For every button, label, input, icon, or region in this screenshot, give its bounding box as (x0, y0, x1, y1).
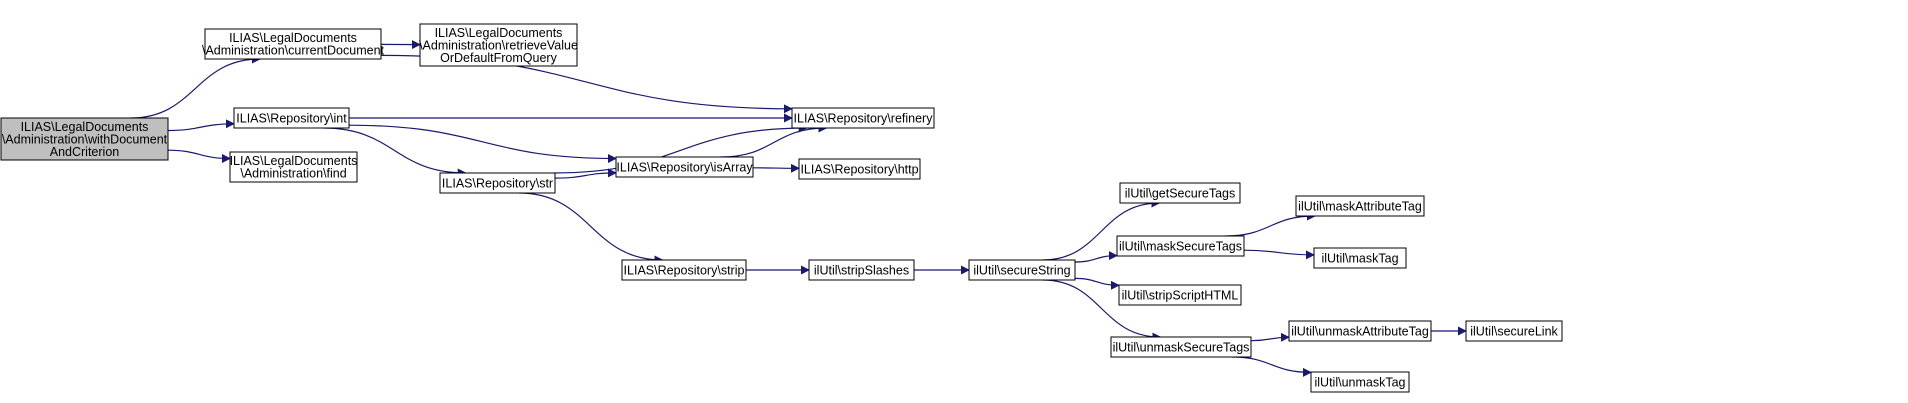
node-label-line: ilUtil\stripScriptHTML (1122, 288, 1239, 302)
node-label-line: \Administration\retrieveValue (419, 38, 578, 52)
node-label-line: ILIAS\LegalDocuments (435, 26, 563, 40)
node-label-line: \Administration\currentDocument (202, 44, 385, 58)
edge-unmask-secure-tags-to-unmask-attribute-tag (1250, 332, 1290, 342)
edge-with-document-and-criterion-to-find (167, 149, 231, 163)
node-label-line: ILIAS\LegalDocuments (229, 31, 357, 45)
edge-is-array-to-refinery (720, 123, 828, 158)
node-box (0, 117, 169, 161)
node-label-line: AndCriterion (50, 145, 120, 159)
node-label-line: \Administration\find (240, 167, 346, 181)
edge-with-document-and-criterion-to-current-document (130, 54, 261, 119)
node-label-line: ilUtil\getSecureTags (1125, 186, 1235, 200)
node-is-array[interactable]: ILIAS\Repository\isArray (615, 156, 754, 178)
edge-secure-string-to-mask-secure-tags (1074, 251, 1118, 263)
edge-secure-string-to-get-secure-tags (1042, 198, 1161, 261)
node-str[interactable]: ILIAS\Repository\str (439, 172, 556, 194)
node-label-line: ilUtil\stripSlashes (814, 263, 909, 277)
node-box (1310, 371, 1410, 393)
node-label-line: ILIAS\Repository\isArray (616, 160, 753, 174)
node-label-line: ILIAS\Repository\int (236, 111, 347, 125)
node-label-line: ilUtil\secureLink (1470, 324, 1558, 338)
edge-secure-string-to-unmask-secure-tags (1042, 279, 1162, 342)
edges-layer (130, 40, 1467, 377)
node-box (791, 107, 935, 129)
node-label-line: ILIAS\Repository\refinery (794, 111, 934, 125)
edge-secure-string-to-strip-script-html (1074, 277, 1120, 290)
node-strip-script-html[interactable]: ilUtil\stripScriptHTML (1118, 284, 1242, 306)
node-box (1118, 284, 1242, 306)
node-box (615, 156, 754, 178)
node-label-line: ilUtil\unmaskAttributeTag (1291, 324, 1429, 338)
node-box (439, 172, 556, 194)
node-refinery[interactable]: ILIAS\Repository\refinery (791, 107, 935, 129)
node-box (1465, 320, 1563, 342)
edge-str-to-is-array (554, 168, 617, 179)
node-box (419, 23, 578, 67)
node-box (233, 107, 350, 129)
node-strip-slashes[interactable]: ilUtil\stripSlashes (808, 259, 915, 281)
node-box (1295, 195, 1425, 217)
node-label-line: ilUtil\maskTag (1321, 251, 1398, 265)
node-box (229, 151, 358, 183)
edge-with-document-and-criterion-to-int (167, 119, 235, 132)
node-mask-tag[interactable]: ilUtil\maskTag (1313, 247, 1407, 269)
node-mask-attribute-tag[interactable]: ilUtil\maskAttributeTag (1295, 195, 1425, 217)
node-box (808, 259, 915, 281)
node-box (1313, 247, 1407, 269)
node-label-line: ilUtil\unmaskTag (1314, 375, 1405, 389)
node-int[interactable]: ILIAS\Repository\int (233, 107, 350, 129)
node-label-line: ilUtil\maskAttributeTag (1298, 199, 1422, 213)
node-get-secure-tags[interactable]: ilUtil\getSecureTags (1119, 182, 1241, 204)
edge-int-to-is-array (348, 124, 617, 163)
node-mask-secure-tags[interactable]: ilUtil\maskSecureTags (1116, 235, 1245, 257)
node-label-line: ilUtil\maskSecureTags (1119, 239, 1242, 253)
nodes-layer: ILIAS\LegalDocuments\Administration\with… (0, 23, 1563, 393)
node-box (1119, 182, 1241, 204)
node-box (1288, 320, 1432, 342)
node-label-line: ILIAS\Repository\str (442, 176, 553, 190)
node-box (1116, 235, 1245, 257)
node-secure-link[interactable]: ilUtil\secureLink (1465, 320, 1563, 342)
node-label-line: ILIAS\Repository\http (800, 162, 918, 176)
edge-is-array-to-http (752, 163, 800, 173)
node-label-line: ILIAS\LegalDocuments (230, 154, 358, 168)
node-unmask-tag[interactable]: ilUtil\unmaskTag (1310, 371, 1410, 393)
node-unmask-secure-tags[interactable]: ilUtil\unmaskSecureTags (1110, 336, 1252, 358)
node-label-line: ilUtil\secureString (973, 263, 1070, 277)
node-current-document[interactable]: ILIAS\LegalDocuments\Administration\curr… (202, 28, 385, 60)
edge-mask-secure-tags-to-mask-attribute-tag (1225, 211, 1316, 237)
node-label-line: \Administration\withDocument (2, 132, 168, 146)
node-label-line: ilUtil\unmaskSecureTags (1113, 340, 1250, 354)
edge-str-to-strip (518, 192, 664, 265)
node-find[interactable]: ILIAS\LegalDocuments\Administration\find (229, 151, 358, 183)
node-http[interactable]: ILIAS\Repository\http (798, 158, 921, 180)
node-label-line: OrDefaultFromQuery (440, 51, 557, 65)
node-box (621, 259, 747, 281)
node-label-line: ILIAS\Repository\strip (624, 263, 745, 277)
node-strip[interactable]: ILIAS\Repository\strip (621, 259, 747, 281)
node-box (798, 158, 921, 180)
edge-unmask-secure-tags-to-unmask-tag (1232, 356, 1312, 377)
edge-mask-secure-tags-to-mask-tag (1243, 249, 1315, 260)
node-retrieve-value[interactable]: ILIAS\LegalDocuments\Administration\retr… (419, 23, 578, 67)
node-unmask-attribute-tag[interactable]: ilUtil\unmaskAttributeTag (1288, 320, 1432, 342)
node-box (204, 28, 382, 60)
node-box (1110, 336, 1252, 358)
edge-int-to-str (323, 127, 467, 178)
node-box (968, 259, 1076, 281)
node-secure-string[interactable]: ilUtil\secureString (968, 259, 1076, 281)
node-with-document-and-criterion[interactable]: ILIAS\LegalDocuments\Administration\with… (0, 117, 169, 161)
edge-str-to-refinery (553, 123, 808, 174)
node-label-line: ILIAS\LegalDocuments (21, 120, 149, 134)
